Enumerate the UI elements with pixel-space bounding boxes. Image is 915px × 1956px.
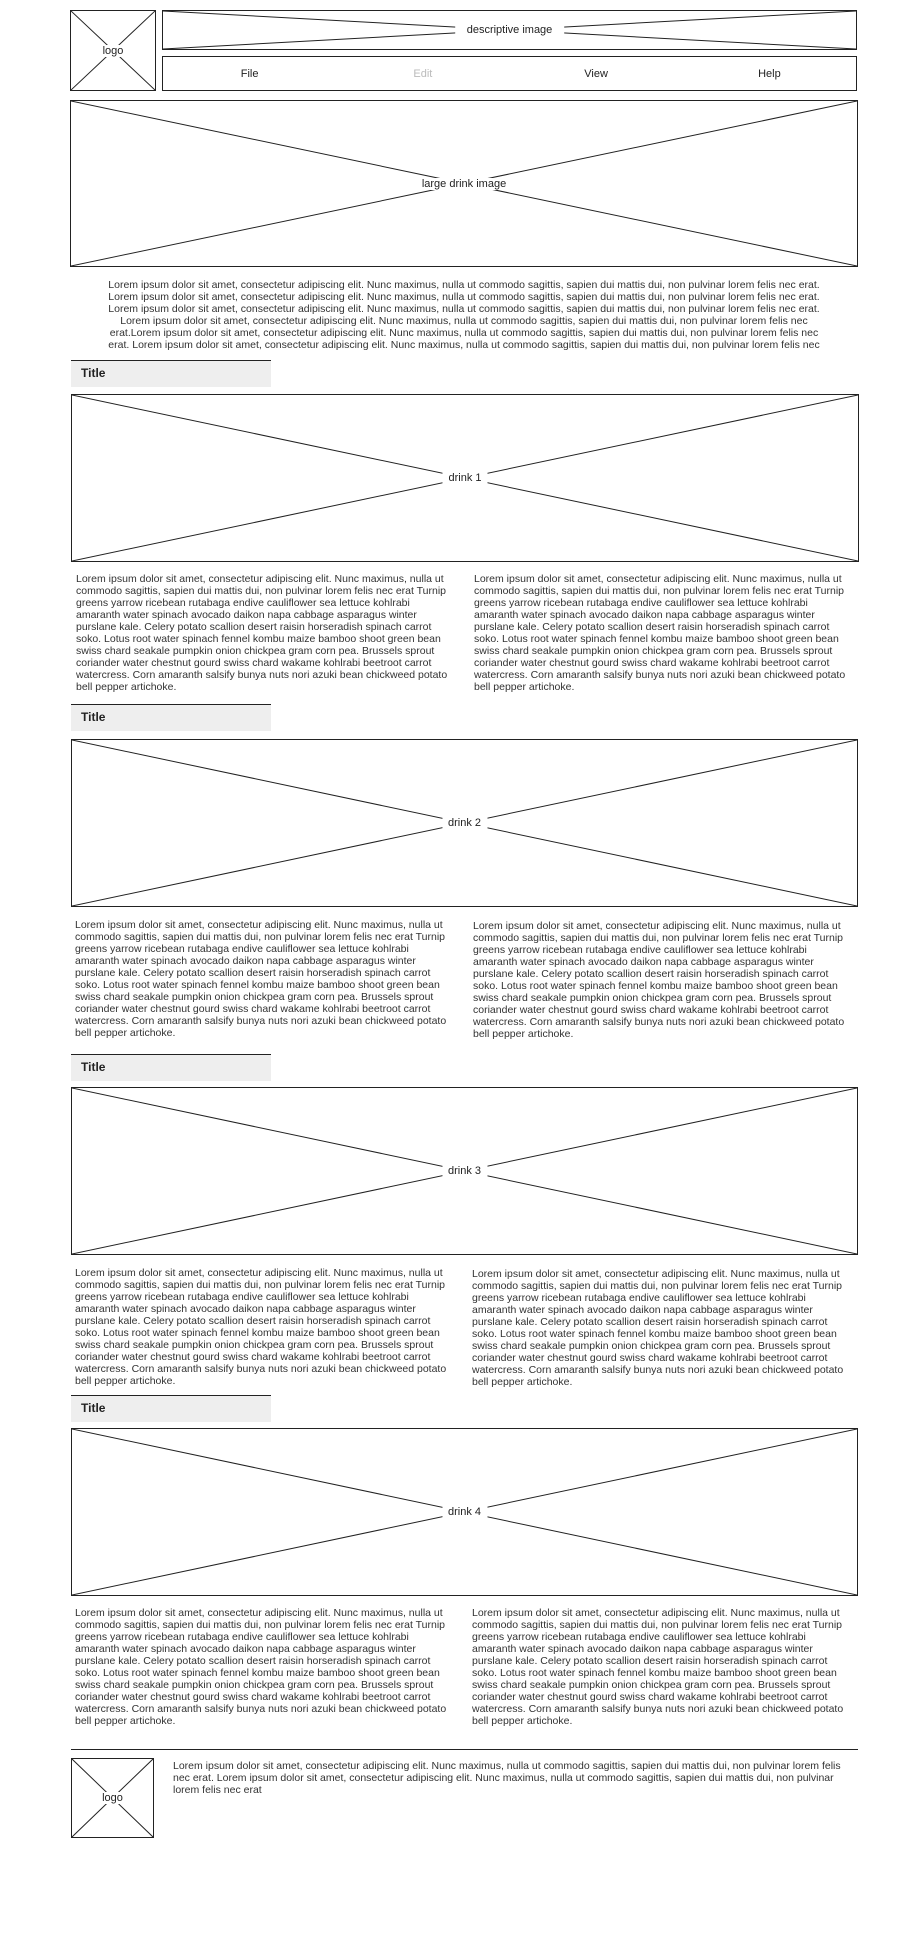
intro-line: Lorem ipsum dolor sit amet, consectetur … [108,303,820,315]
section-left-text: Lorem ipsum dolor sit amet, consectetur … [75,1267,447,1387]
footer-logo-label: logo [96,1792,129,1804]
menu-item-edit[interactable]: Edit [413,67,433,80]
menu-bar: File Edit View Help [162,56,857,91]
logo-label: logo [96,44,130,57]
intro-line: Lorem ipsum dolor sit amet, consectetur … [108,291,820,303]
section-left-text: Lorem ipsum dolor sit amet, consectetur … [75,1607,447,1727]
intro-text: Lorem ipsum dolor sit amet, consectetur … [70,279,858,351]
drink-2-image: drink 2 [71,739,858,907]
section-title: Title [71,360,271,387]
menu-item-view[interactable]: View [584,67,608,80]
menu-item-file[interactable]: File [240,67,259,80]
footer-text: Lorem ipsum dolor sit amet, consectetur … [173,1760,841,1796]
intro-line: Lorem ipsum dolor sit amet, consectetur … [120,315,808,327]
drink-image-label: drink 1 [442,472,488,484]
drink-3-image: drink 3 [71,1087,858,1255]
large-drink-image: large drink image [70,100,858,267]
section-right-text: Lorem ipsum dolor sit amet, consectetur … [474,573,846,693]
drink-4-image: drink 4 [71,1428,858,1596]
footer-logo[interactable]: logo [71,1758,154,1838]
section-title: Title [71,1395,271,1422]
section-title: Title [71,704,271,731]
footer-divider [71,1749,858,1750]
drink-image-label: drink 2 [441,817,488,829]
intro-line: erat.Lorem ipsum dolor sit amet, consect… [109,327,819,339]
drink-image-label: drink 3 [441,1165,488,1177]
large-drink-image-label: large drink image [415,177,513,190]
header-logo[interactable]: logo [70,10,156,91]
menu-item-help[interactable]: Help [758,67,781,80]
descriptive-image: descriptive image [162,10,857,50]
section-right-text: Lorem ipsum dolor sit amet, consectetur … [472,1268,844,1388]
section-right-text: Lorem ipsum dolor sit amet, consectetur … [472,1607,844,1727]
section-left-text: Lorem ipsum dolor sit amet, consectetur … [76,573,448,693]
intro-line: erat. Lorem ipsum dolor sit amet, consec… [108,339,820,351]
section-left-text: Lorem ipsum dolor sit amet, consectetur … [75,919,447,1039]
intro-line: Lorem ipsum dolor sit amet, consectetur … [108,279,820,291]
descriptive-image-label: descriptive image [454,24,565,36]
section-right-text: Lorem ipsum dolor sit amet, consectetur … [473,920,845,1040]
drink-image-label: drink 4 [441,1506,488,1518]
drink-1-image: drink 1 [71,394,859,562]
section-title: Title [71,1054,271,1081]
